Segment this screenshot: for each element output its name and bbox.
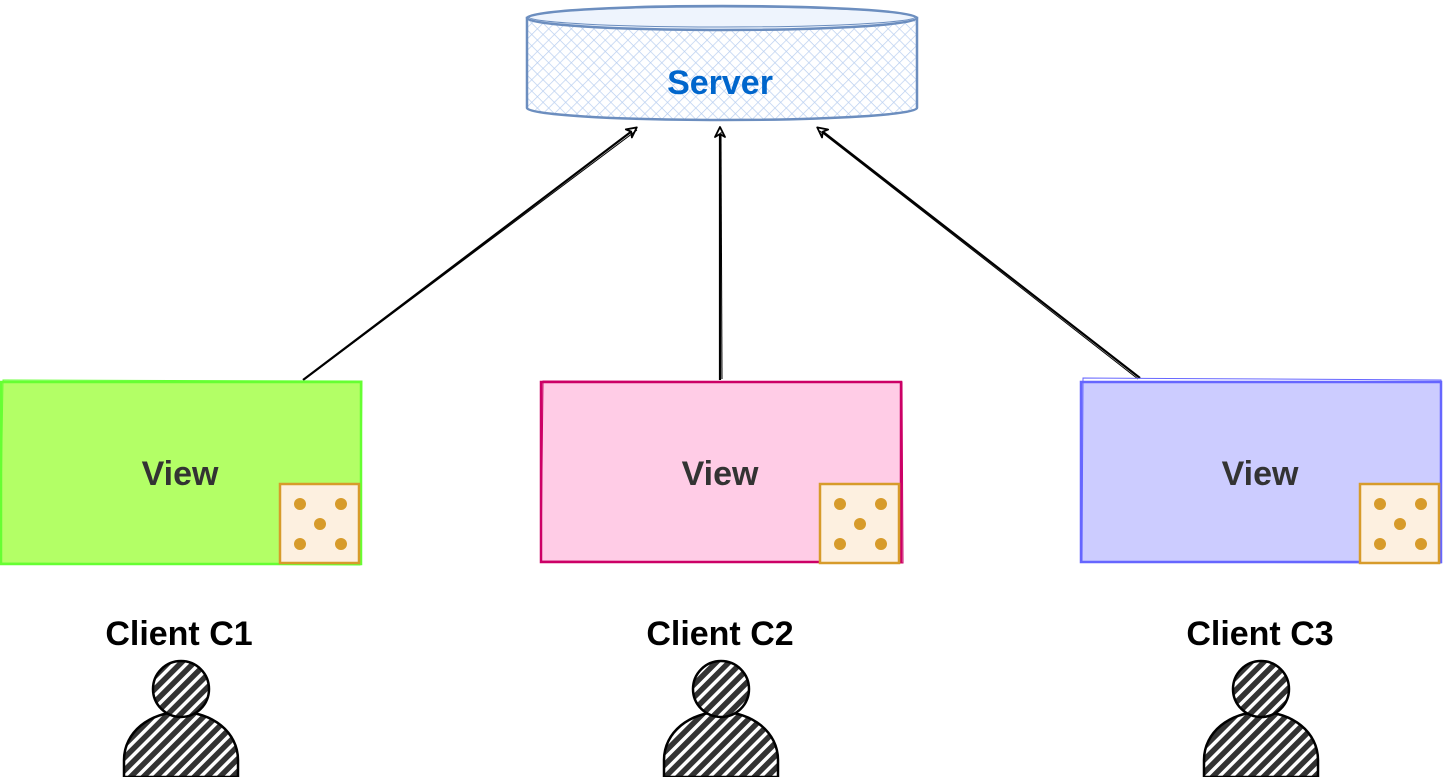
dice-icon (278, 482, 361, 565)
client-c1-group: View Client C1 (0, 379, 363, 777)
view-label: View (682, 455, 759, 493)
client-label: Client C1 (105, 615, 252, 653)
connection-arrows (302, 126, 1141, 381)
client-label: Client C3 (1186, 615, 1333, 653)
user-icon (122, 659, 240, 777)
client-c3-group: View Client C3 (1079, 377, 1443, 777)
user-icon (662, 659, 780, 777)
dice-icon (1358, 482, 1441, 565)
user-icon (1202, 659, 1320, 777)
client-label: Client C2 (646, 615, 793, 653)
arrow-c3-to-server (816, 126, 1141, 379)
view-c1: View (0, 379, 363, 566)
dice-icon (818, 482, 901, 565)
view-label: View (142, 455, 219, 493)
server-label: Server (667, 64, 773, 102)
server-node: Server (525, 4, 919, 122)
client-c2-group: View Client C2 (539, 380, 904, 777)
view-label: View (1222, 455, 1299, 493)
database-cylinder-icon (525, 4, 919, 122)
arrow-c1-to-server (302, 126, 638, 381)
